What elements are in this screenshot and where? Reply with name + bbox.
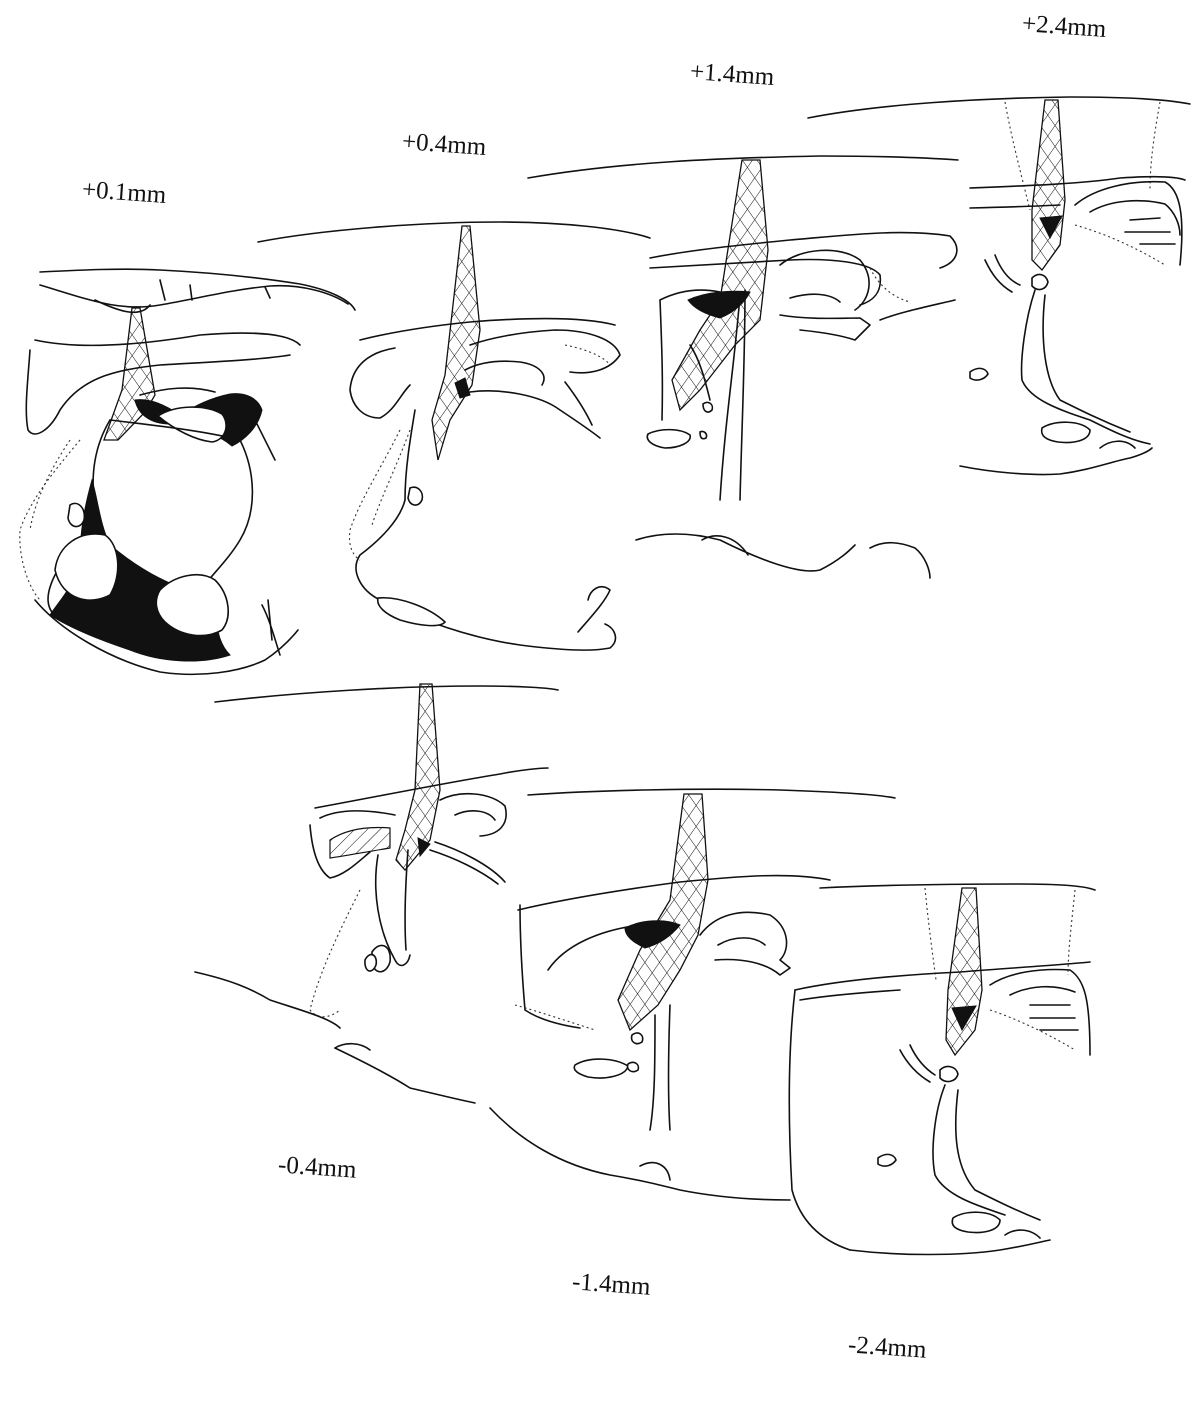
section-label-plus-0-4: +0.4mm xyxy=(401,129,487,160)
section-label-plus-2-4: +2.4mm xyxy=(1021,11,1107,42)
section-label-minus-2-4: -2.4mm xyxy=(847,1332,927,1362)
section-minus-0-4 xyxy=(195,684,558,1103)
section-label-minus-1-4: -1.4mm xyxy=(571,1269,651,1299)
section-minus-1-4 xyxy=(490,789,895,1200)
section-plus-0-4 xyxy=(258,222,650,650)
section-plus-2-4 xyxy=(808,97,1190,475)
section-label-plus-1-4: +1.4mm xyxy=(689,59,775,90)
section-minus-2-4 xyxy=(789,884,1095,1255)
section-plus-0-1 xyxy=(20,269,355,674)
section-label-plus-0-1: +0.1mm xyxy=(81,177,167,208)
section-label-minus-0-4: -0.4mm xyxy=(277,1152,357,1182)
section-plus-1-4 xyxy=(528,156,958,578)
